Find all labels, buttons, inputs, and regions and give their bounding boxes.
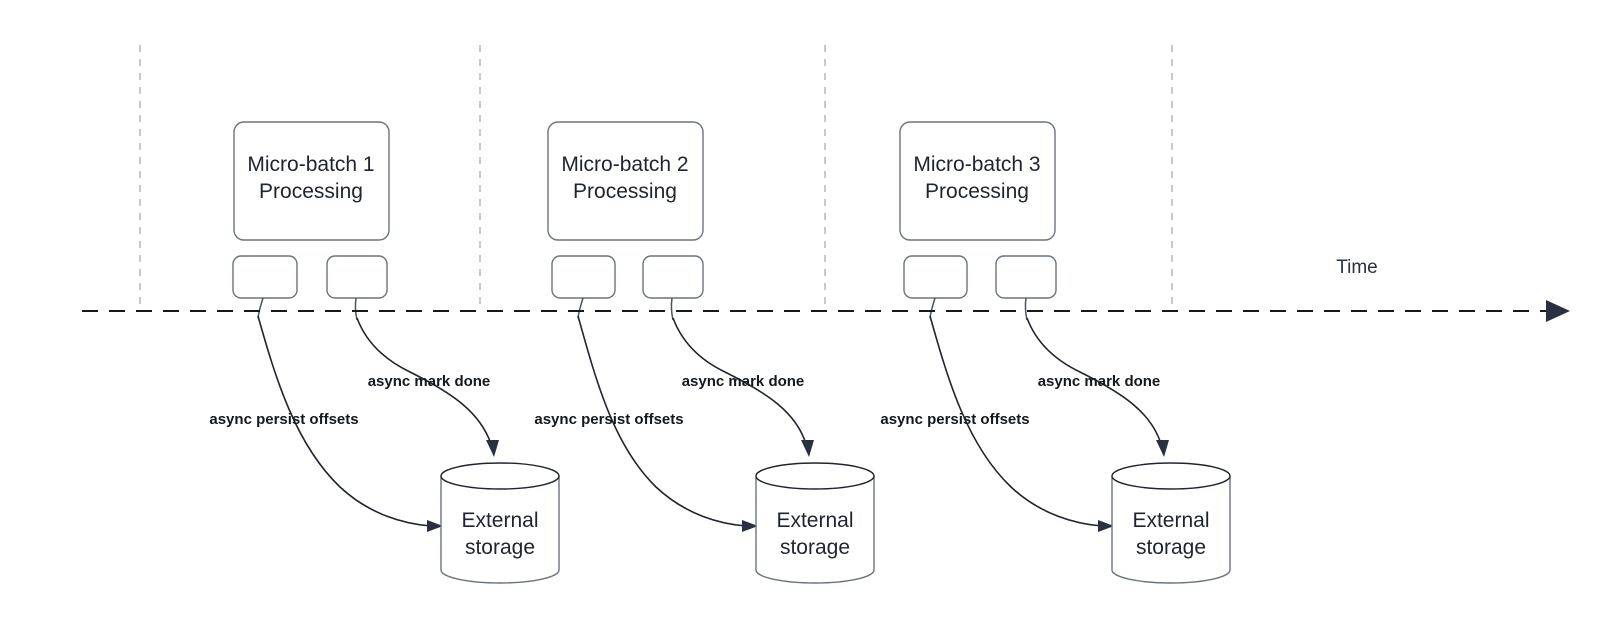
group-1-async-persist-offsets-arrow [257,315,432,527]
group-2-external-storage-label-line2: storage [780,536,850,559]
group-1-external-storage-label-line1: External [461,509,538,532]
group-1-async-mark-done-arrowhead [486,440,499,457]
group-2-async-mark-done-arrow [672,317,807,445]
micro-batch-2-label-line2: Processing [573,180,677,203]
group-3-async-persist-offsets-arrowhead [1098,520,1114,532]
group-3-external-storage-top [1111,462,1231,490]
micro-batch-1-box[interactable] [233,121,390,241]
group-1-task-box-left[interactable] [232,255,298,299]
group-2-async-persist-offsets-arrowhead [742,520,758,532]
group-1-connector-right [354,297,358,321]
group-1-connector-left [257,297,264,319]
group-1-async-persist-offsets-arrowhead [427,520,443,532]
group-2-external-storage-body[interactable] [755,476,875,584]
group-3-async-persist-offsets-label: async persist offsets [880,411,1029,428]
group-3-external-storage-body[interactable] [1111,476,1231,584]
group-2-async-persist-offsets-arrow [577,315,747,527]
group-2-async-persist-offsets-label: async persist offsets [534,411,683,428]
group-3-external-storage-label-line1: External [1132,509,1209,532]
group-1-task-box-right[interactable] [326,255,388,299]
micro-batch-2-label-line1: Micro-batch 2 [561,153,688,176]
group-3-async-persist-offsets-arrow [929,315,1103,527]
micro-batch-1-label-line1: Micro-batch 1 [247,153,374,176]
group-3-connector-right [1024,297,1028,321]
group-2-connector-left [577,297,584,319]
group-3-task-box-left[interactable] [903,255,968,299]
group-1-async-mark-done-label: async mark done [368,373,491,390]
group-2-async-mark-done-label: async mark done [682,373,805,390]
group-1: Micro-batch 1 Processing async persist o… [209,121,560,584]
group-1-external-storage-top [440,462,560,490]
micro-batch-3-box[interactable] [899,121,1056,241]
group-3-async-mark-done-arrow [1026,317,1162,445]
micro-batch-1-label-line2: Processing [259,180,363,203]
group-2-external-storage-top [755,462,875,490]
group-2-connector-right [670,297,674,321]
time-axis-label: Time [1336,257,1378,278]
group-3-connector-left [929,297,936,319]
group-2: Micro-batch 2 Processing async persist o… [534,121,875,584]
micro-batch-2-box[interactable] [547,121,704,241]
group-3-external-storage-label-line2: storage [1136,536,1206,559]
group-3-async-mark-done-arrowhead [1156,440,1169,457]
group-2-async-mark-done-arrowhead [801,440,814,457]
group-2-task-box-right[interactable] [642,255,704,299]
group-2-external-storage-label-line1: External [776,509,853,532]
group-3: Micro-batch 3 Processing async persist o… [880,121,1231,584]
group-3-async-mark-done-label: async mark done [1038,373,1161,390]
group-2-task-box-left[interactable] [551,255,616,299]
micro-batch-3-label-line1: Micro-batch 3 [913,153,1040,176]
group-1-external-storage-body[interactable] [440,476,560,584]
group-1-async-mark-done-arrow [356,317,492,445]
micro-batch-3-label-line2: Processing [925,180,1029,203]
timeline-arrow-icon [1546,300,1570,322]
group-1-async-persist-offsets-label: async persist offsets [209,411,358,428]
group-3-task-box-right[interactable] [995,255,1057,299]
group-1-external-storage-label-line2: storage [465,536,535,559]
